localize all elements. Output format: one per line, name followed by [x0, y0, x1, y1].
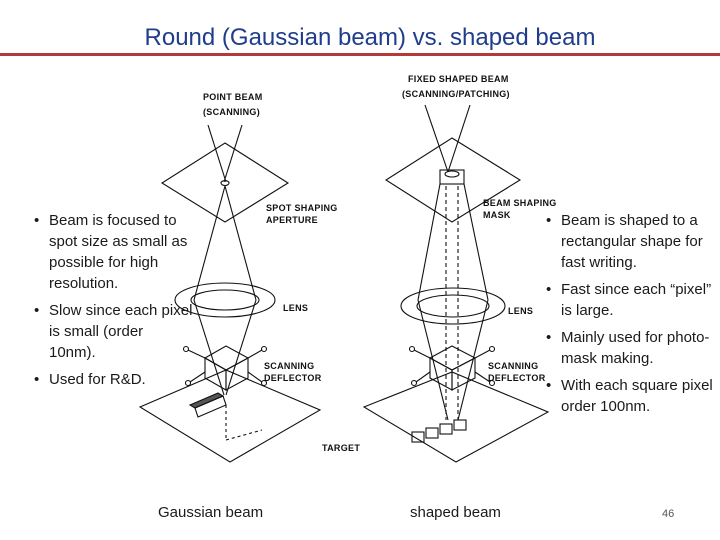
left-bullet-1: Beam is focused to spot size as small as…: [28, 210, 193, 294]
shaped-bullet-list: Beam is shaped to a rectangular shape fo…: [540, 210, 720, 423]
label-point-beam: POINT BEAM: [203, 92, 263, 102]
label-scanning-left: SCANNING: [264, 361, 314, 371]
label-scanning-patching: (SCANNING/PATCHING): [402, 89, 510, 99]
label-deflector-right: DEFLECTOR: [488, 373, 546, 383]
right-bullet-1: Beam is shaped to a rectangular shape fo…: [540, 210, 720, 273]
title-divider: [0, 53, 720, 56]
label-aperture: APERTURE: [266, 215, 318, 225]
left-bullet-3: Used for R&D.: [28, 369, 193, 390]
label-beam-shaping: BEAM SHAPING: [483, 198, 557, 208]
right-bullet-3: Mainly used for photo-mask making.: [540, 327, 720, 369]
label-deflector-left: DEFLECTOR: [264, 373, 322, 383]
label-fixed-shaped-beam: FIXED SHAPED BEAM: [408, 74, 509, 84]
caption-shaped-beam: shaped beam: [410, 504, 501, 521]
slide-title: Round (Gaussian beam) vs. shaped beam: [144, 24, 596, 51]
label-scanning: (SCANNING): [203, 107, 260, 117]
shaped-beam-column: [362, 104, 550, 463]
right-bullet-2: Fast since each “pixel” is large.: [540, 279, 720, 321]
gaussian-bullet-list: Beam is focused to spot size as small as…: [28, 210, 193, 396]
label-spot-shaping: SPOT SHAPING: [266, 203, 338, 213]
right-bullet-4: With each square pixel order 100nm.: [540, 375, 720, 417]
label-scanning-right: SCANNING: [488, 361, 538, 371]
label-target: TARGET: [322, 443, 360, 453]
label-lens-right: LENS: [508, 306, 533, 316]
caption-gaussian-beam: Gaussian beam: [158, 504, 264, 521]
left-bullet-2: Slow since each pixel is small (order 10…: [28, 300, 193, 363]
label-mask: MASK: [483, 210, 511, 220]
label-lens-left: LENS: [283, 303, 308, 313]
page-number: 46: [662, 508, 675, 520]
